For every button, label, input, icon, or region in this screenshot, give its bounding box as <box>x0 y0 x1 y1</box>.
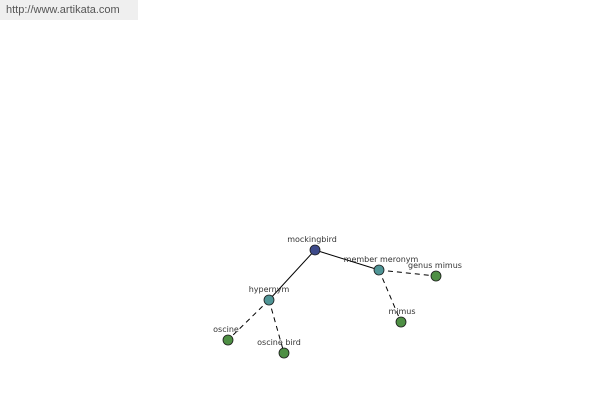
node-mockingbird[interactable]: mockingbird <box>287 235 337 256</box>
edge-member-meronym-to-genus-mimus <box>378 269 437 277</box>
node-label-mockingbird[interactable]: mockingbird <box>287 235 337 244</box>
node-dot-hypernym[interactable] <box>263 294 275 306</box>
edge-hypernym-to-oscine <box>227 299 270 341</box>
node-label-mimus[interactable]: mimus <box>388 307 415 316</box>
node-dot-mockingbird[interactable] <box>309 244 321 256</box>
node-oscine[interactable]: oscine <box>213 325 239 346</box>
edge-mockingbird-to-member-meronym <box>314 249 380 271</box>
node-dot-genus-mimus[interactable] <box>430 270 442 282</box>
node-dot-oscine-bird[interactable] <box>278 347 290 359</box>
edge-hypernym-to-oscine-bird <box>268 299 285 354</box>
node-mimus[interactable]: mimus <box>388 307 416 328</box>
edge-layer <box>227 249 437 354</box>
node-label-oscine-bird[interactable]: oscine bird <box>257 338 301 347</box>
edge-mockingbird-to-hypernym <box>268 249 316 301</box>
node-hypernym[interactable]: hypernym <box>249 285 290 306</box>
node-label-member-meronym[interactable]: member meronym <box>344 255 419 264</box>
node-member-meronym[interactable]: member meronym <box>344 255 419 276</box>
source-url-banner[interactable]: http://www.artikata.com <box>0 0 138 20</box>
node-label-genus-mimus[interactable]: genus mimus <box>408 261 462 270</box>
node-dot-member-meronym[interactable] <box>373 264 385 276</box>
node-label-oscine[interactable]: oscine <box>213 325 239 334</box>
edge-member-meronym-to-mimus <box>378 269 402 323</box>
node-layer: mockingbird hypernym member meronym oscine o… <box>213 235 462 359</box>
node-label-hypernym[interactable]: hypernym <box>249 285 290 294</box>
node-genus-mimus[interactable]: genus mimus <box>408 261 462 282</box>
node-dot-mimus[interactable] <box>395 316 407 328</box>
node-dot-oscine[interactable] <box>222 334 234 346</box>
node-oscine-bird[interactable]: oscine bird <box>257 338 301 359</box>
